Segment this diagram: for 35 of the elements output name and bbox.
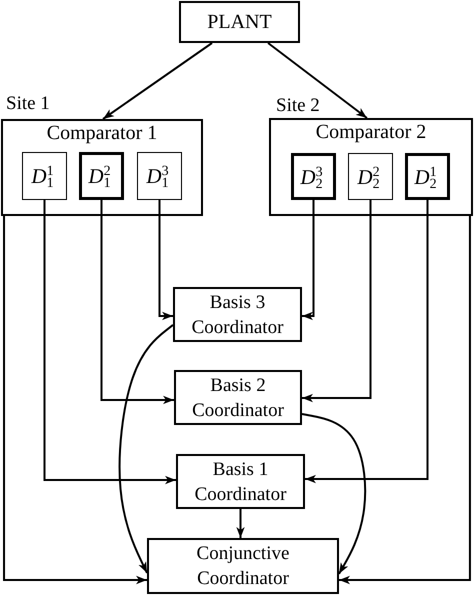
- arrow: [305, 200, 428, 484]
- process-box: [179, 1, 300, 43]
- box-label: Conjunctive Coordinator: [196, 542, 290, 591]
- box-label: Comparator 2: [316, 120, 426, 144]
- coordinator-box: [176, 454, 305, 509]
- arrow: [118, 324, 174, 574]
- component-box: [79, 152, 124, 200]
- coordinator-box: [147, 538, 339, 594]
- site-label: Site 2: [276, 95, 320, 117]
- comparator-box: [1, 119, 203, 216]
- arrow: [302, 200, 372, 402]
- arrow: [100, 200, 174, 404]
- arrow: [44, 200, 176, 484]
- component-box: [137, 152, 182, 200]
- component-box: [348, 153, 393, 200]
- arrow: [102, 42, 213, 120]
- component-box: [22, 152, 67, 200]
- box-label: Comparator 1: [46, 121, 158, 145]
- arrow: [3, 216, 147, 584]
- coordinator-box: [174, 370, 302, 425]
- site-label: Site 1: [6, 93, 50, 115]
- arrow: [339, 216, 471, 584]
- coordinator-box: [173, 287, 302, 342]
- box-label: Basis 3 Coordinator: [190, 290, 284, 340]
- box-label: Basis 1 Coordinator: [194, 458, 288, 506]
- box-label: Basis 2 Coordinator: [191, 374, 285, 422]
- arrow: [302, 200, 314, 320]
- arrow: [267, 42, 368, 119]
- component-box: [405, 153, 450, 200]
- component-box: [291, 153, 336, 200]
- arrow: [158, 200, 173, 320]
- box-label: PLANT: [207, 10, 272, 34]
- arrow: [302, 413, 366, 574]
- comparator-box: [269, 118, 473, 216]
- arrow: [236, 509, 245, 538]
